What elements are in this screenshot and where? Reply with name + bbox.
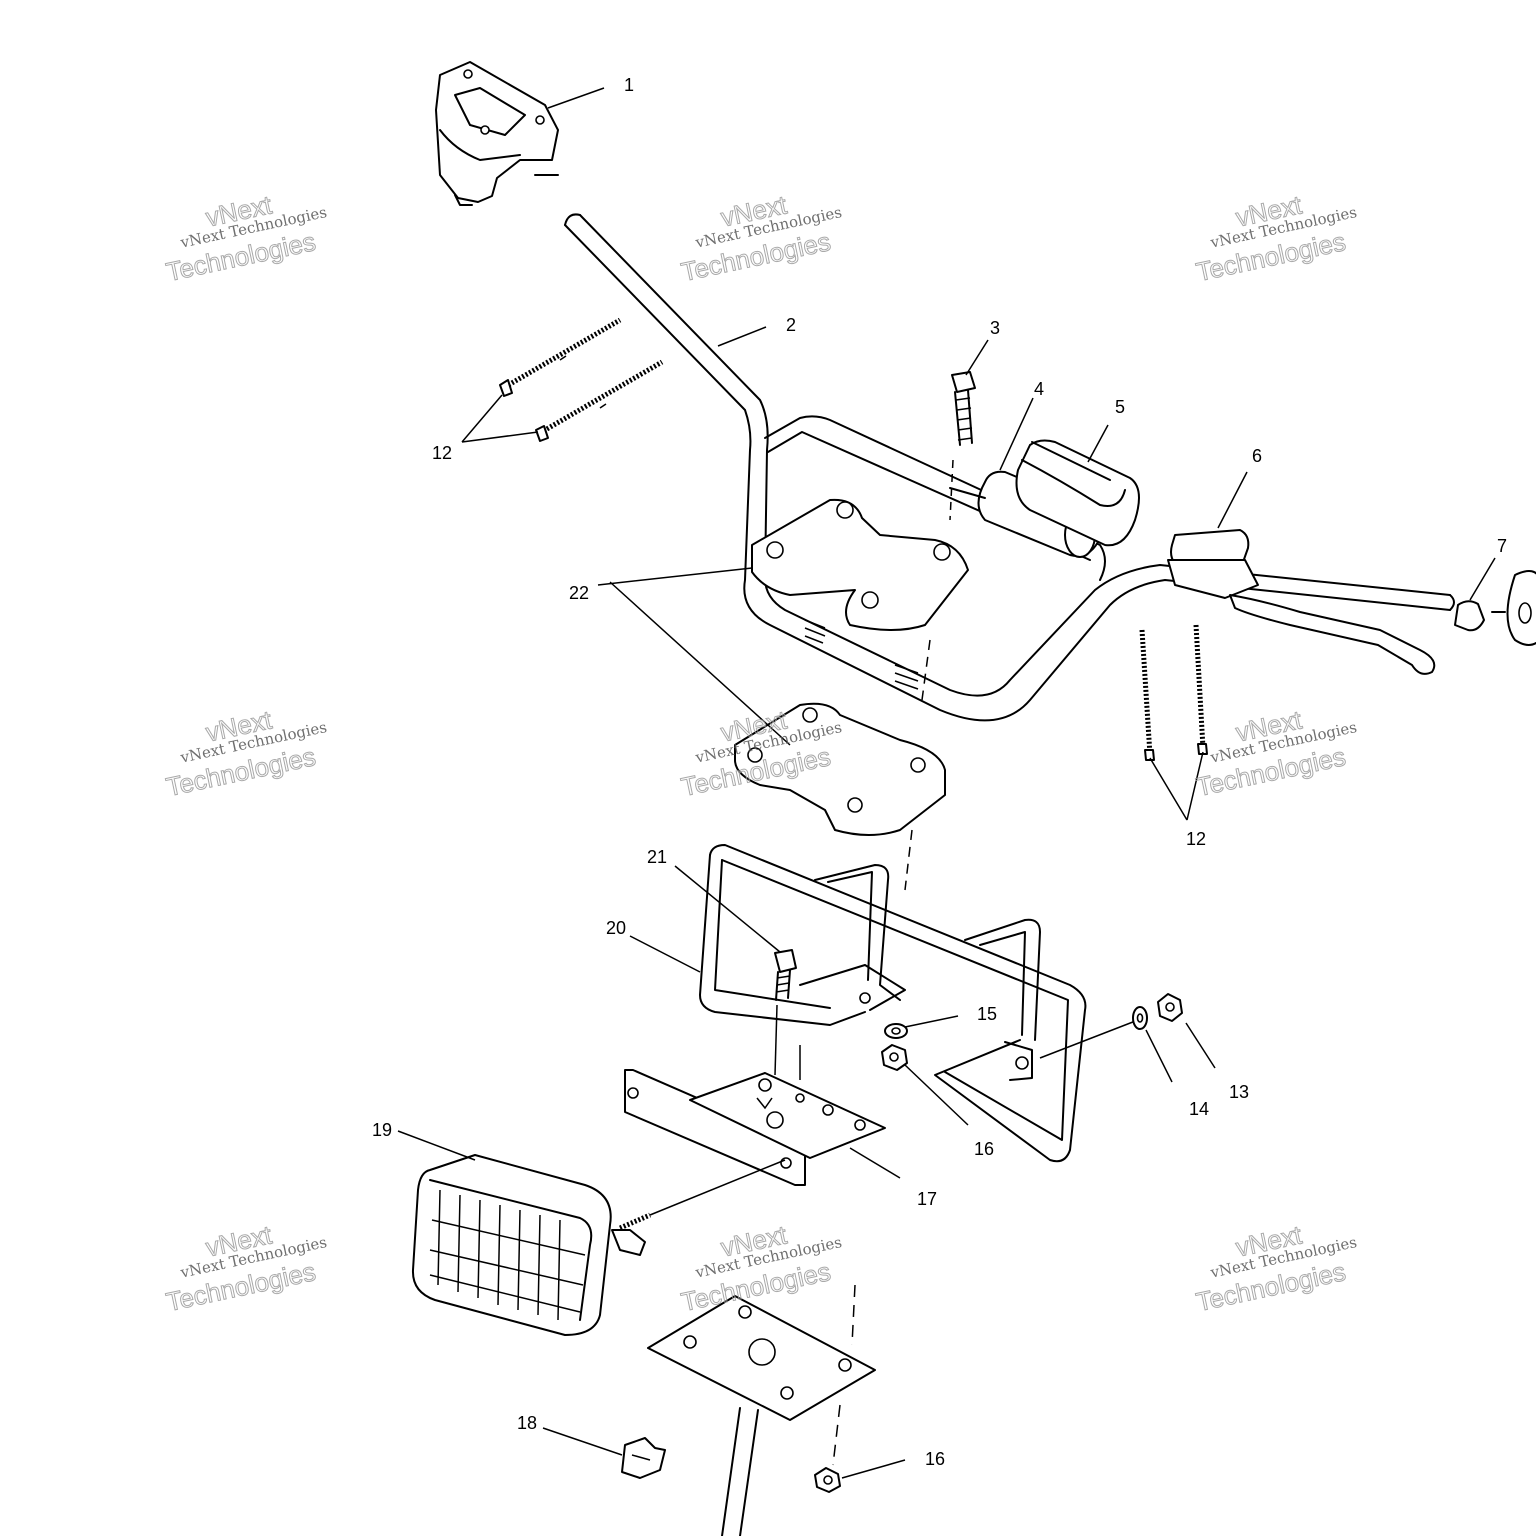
callout-16-lower: 16	[925, 1449, 945, 1469]
part-2-handlebar	[564, 213, 1455, 722]
part-12-cable-ties-lower	[1139, 624, 1208, 761]
callout-15: 15	[977, 1004, 997, 1024]
callout-3: 3	[990, 318, 1000, 338]
part-17-mounting-plate	[624, 1045, 886, 1186]
callout-1: 1	[624, 75, 634, 95]
part-3-bolt	[949, 371, 976, 521]
callout-13: 13	[1229, 1082, 1249, 1102]
callout-12-lower: 12	[1186, 829, 1206, 849]
callout-4: 4	[1034, 379, 1044, 399]
part-7-grip-end	[1454, 570, 1536, 646]
callout-16-middle: 16	[974, 1139, 994, 1159]
callout-6: 6	[1252, 446, 1262, 466]
part-1-master-cylinder	[435, 61, 559, 206]
callout-20: 20	[606, 918, 626, 938]
part-13-nut-right	[1157, 993, 1183, 1022]
part-16-nut-lower	[814, 1467, 841, 1493]
part-22-clamp-lower	[734, 639, 946, 891]
leader-lines	[397, 87, 1496, 1479]
part-15-washer	[884, 1023, 908, 1039]
part-16-nut-middle	[881, 1044, 908, 1071]
callout-12-upper: 12	[432, 443, 452, 463]
callout-2: 2	[786, 315, 796, 335]
part-12-cable-ties-upper	[499, 317, 664, 442]
callout-labels: 1 2 3 4 5 6 7 12 12 13 14 15 16 16 17 18…	[372, 75, 1507, 1469]
part-22-clamp-upper	[751, 498, 969, 631]
callout-18: 18	[517, 1413, 537, 1433]
callout-22: 22	[569, 583, 589, 603]
callout-5: 5	[1115, 397, 1125, 417]
part-21-bolt	[774, 949, 797, 1076]
lower-stem-plate	[647, 1284, 876, 1536]
part-14-washer-right	[1132, 1006, 1148, 1030]
callout-21: 21	[647, 847, 667, 867]
callout-17: 17	[917, 1189, 937, 1209]
part-5-pad-sleeve	[1015, 439, 1140, 547]
callout-14: 14	[1189, 1099, 1209, 1119]
part-19-headlight	[411, 1154, 786, 1336]
part-18-clip	[621, 1437, 666, 1479]
part-6-brake-lever	[1167, 529, 1436, 675]
callout-19: 19	[372, 1120, 392, 1140]
callout-7: 7	[1497, 536, 1507, 556]
